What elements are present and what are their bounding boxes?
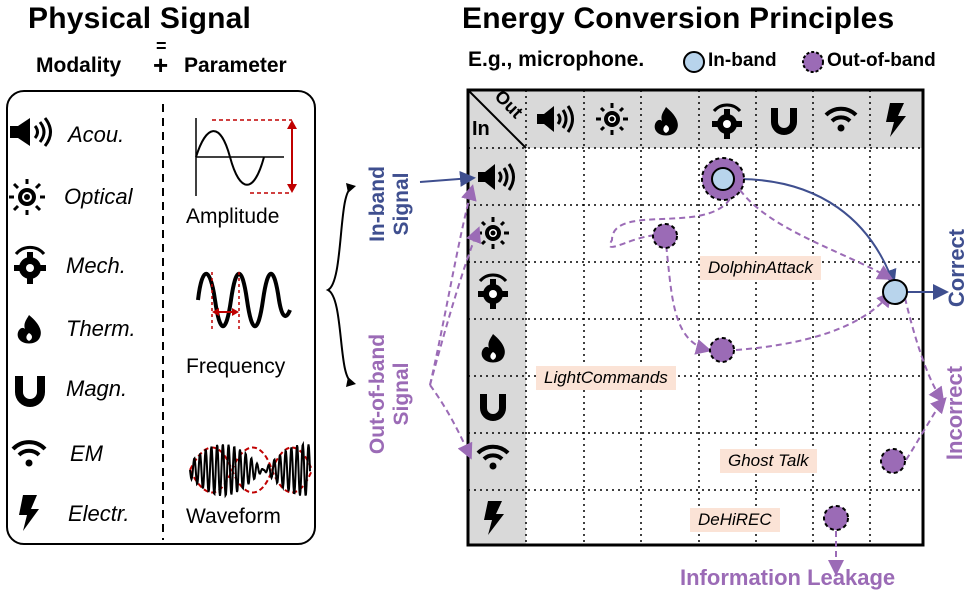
col-sun-icon [596, 103, 628, 135]
node-em [880, 448, 906, 474]
modality-label: Modality [36, 54, 122, 77]
frequency-plot [196, 272, 292, 332]
node-output [882, 279, 908, 305]
node-thermal [709, 337, 735, 363]
col-flame-icon [654, 107, 678, 136]
information-leakage-label: Information Leakage [680, 565, 896, 590]
attack-dehirec: DeHiREC [690, 508, 780, 532]
waveform-plot [189, 440, 313, 499]
col-gear-icon [712, 103, 742, 139]
col-speaker-icon [537, 105, 574, 133]
magnet-icon [15, 376, 45, 407]
modality-thermal: Therm. [66, 316, 136, 341]
left-title: Physical Signal [28, 2, 252, 35]
curly-brace [325, 187, 353, 383]
legend-out-band-marker [802, 51, 824, 73]
row-gear-icon [478, 273, 508, 309]
in-band-line1: In-band [366, 166, 389, 242]
amplitude-plot [195, 118, 297, 196]
in-band-signal-label: In-band Signal [366, 144, 414, 264]
node-acou-inner [711, 167, 735, 191]
row-flame-icon [481, 334, 505, 363]
out-band-line1: Out-of-band [366, 333, 389, 455]
legend [683, 51, 824, 73]
attack-ghost-talk: Ghost Talk [720, 449, 817, 473]
modality-electrical: Electr. [68, 501, 130, 526]
parameter-label: Parameter [184, 54, 287, 77]
modality-acoustic: Acou. [68, 122, 125, 147]
out-band-line2: Signal [390, 362, 413, 426]
row-magnet-icon [480, 394, 506, 421]
legend-out-band-label: Out-of-band [827, 50, 936, 71]
physical-signal-panel [6, 90, 316, 545]
outcome-correct: Correct [944, 228, 969, 308]
outcome-incorrect: Incorrect [942, 365, 967, 461]
wifi-icon [11, 440, 47, 467]
right-title: Energy Conversion Principles [462, 2, 895, 35]
attack-lightcommands: LightCommands [536, 366, 676, 390]
lightning-icon [19, 495, 39, 531]
plus-sign: + [153, 50, 169, 80]
row-speaker-icon [478, 163, 515, 191]
col-magnet-icon [771, 108, 797, 135]
example-label: E.g., microphone. [468, 48, 645, 71]
equals-sign: = [156, 36, 167, 56]
corner-in-label: In [472, 118, 490, 140]
row-wifi-icon [476, 444, 510, 470]
legend-in-band-label: In-band [708, 50, 777, 71]
parameter-waveform: Waveform [186, 505, 281, 528]
speaker-icon [10, 117, 52, 147]
modality-mechanical: Mech. [66, 253, 126, 278]
parameter-frequency: Frequency [186, 355, 286, 378]
modality-optical: Optical [64, 184, 133, 209]
modality-em: EM [70, 441, 103, 466]
parameter-amplitude: Amplitude [186, 205, 280, 228]
node-electrical [823, 505, 849, 531]
modality-magnetic: Magn. [66, 376, 128, 401]
attack-dolphinattack: DolphinAttack [700, 256, 821, 280]
row-lightning-icon [484, 501, 504, 535]
in-band-line2: Signal [390, 172, 413, 236]
node-optical [652, 223, 678, 249]
gear-icon [14, 245, 46, 284]
sun-icon [9, 179, 45, 215]
out-band-signal-label: Out-of-band Signal [366, 324, 414, 464]
flame-icon [17, 315, 41, 344]
in-band-arrow [419, 170, 476, 187]
col-wifi-icon [824, 106, 858, 132]
col-lightning-icon [886, 103, 906, 137]
row-sun-icon [477, 217, 509, 249]
legend-in-band-marker [683, 51, 705, 73]
